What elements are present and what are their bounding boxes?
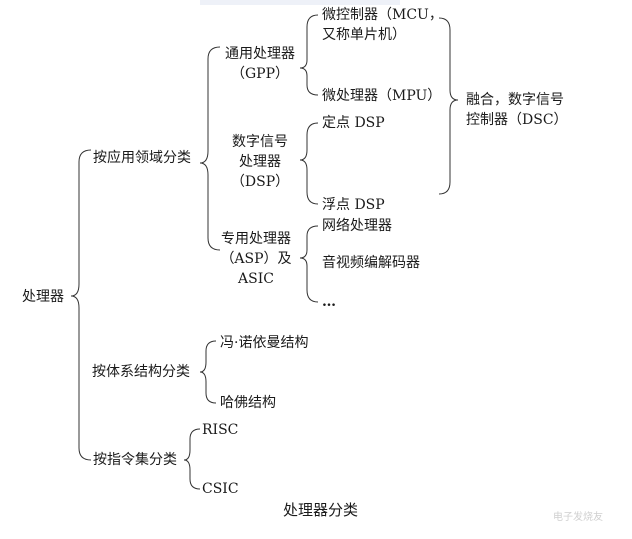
dsp-line-2: 处理器 (239, 154, 281, 170)
domain-label: 按应用领域分类 (93, 150, 191, 166)
asp-label: 专用处理器 （ASP）及 ASIC (214, 229, 298, 289)
risc-label: RISC (202, 422, 239, 438)
bracket-dsp (299, 122, 319, 205)
bracket-arch (199, 340, 217, 404)
asp-line-1: 专用处理器 (221, 231, 291, 247)
mpu-label: 微处理器（MPU） (322, 88, 442, 104)
network-label: 网络处理器 (322, 218, 392, 234)
mcu-line-2: 又称单片机） (322, 27, 406, 43)
fixed-dsp-label: 定点 DSP (322, 115, 385, 131)
dsp-line-3: （DSP） (230, 174, 290, 190)
fusion-line-1: 融合，数字信号 (466, 92, 564, 108)
root-label: 处理器 (22, 289, 64, 305)
bracket-fusion (438, 17, 459, 195)
caption: 处理器分类 (283, 501, 359, 519)
asp-line-3: ASIC (238, 271, 274, 287)
bracket-gpp (299, 14, 319, 96)
fusion-line-2: 控制器（DSC） (466, 112, 568, 128)
csic-label: CSIC (202, 481, 239, 497)
fusion-label: 融合，数字信号 控制器（DSC） (466, 90, 568, 130)
asp-line-2: （ASP）及 (220, 251, 292, 267)
bracket-asp (299, 225, 319, 303)
bracket-root (70, 149, 92, 461)
watermark: 电子发烧友 (553, 512, 603, 523)
gpp-line-1: 通用处理器 (225, 46, 295, 62)
bracket-isa (183, 428, 201, 490)
gpp-line-2: （GPP） (230, 66, 290, 82)
arch-label: 按体系结构分类 (92, 364, 190, 380)
dsp-label: 数字信号 处理器 （DSP） (226, 132, 294, 192)
av-codec-label: 音视频编解码器 (322, 255, 420, 271)
gpp-label: 通用处理器 （GPP） (222, 44, 298, 84)
bracket-domain (199, 46, 221, 251)
isa-label: 按指令集分类 (93, 452, 177, 468)
von-neumann-label: 冯·诺依曼结构 (220, 335, 309, 351)
ellipsis-label: … (322, 294, 336, 310)
harvard-label: 哈佛结构 (220, 395, 276, 411)
mcu-label: 微控制器（MCU， 又称单片机） (322, 5, 443, 45)
dsp-line-1: 数字信号 (232, 134, 288, 150)
mcu-line-1: 微控制器（MCU， (322, 7, 443, 23)
top-band (200, 0, 400, 5)
float-dsp-label: 浮点 DSP (322, 197, 385, 213)
